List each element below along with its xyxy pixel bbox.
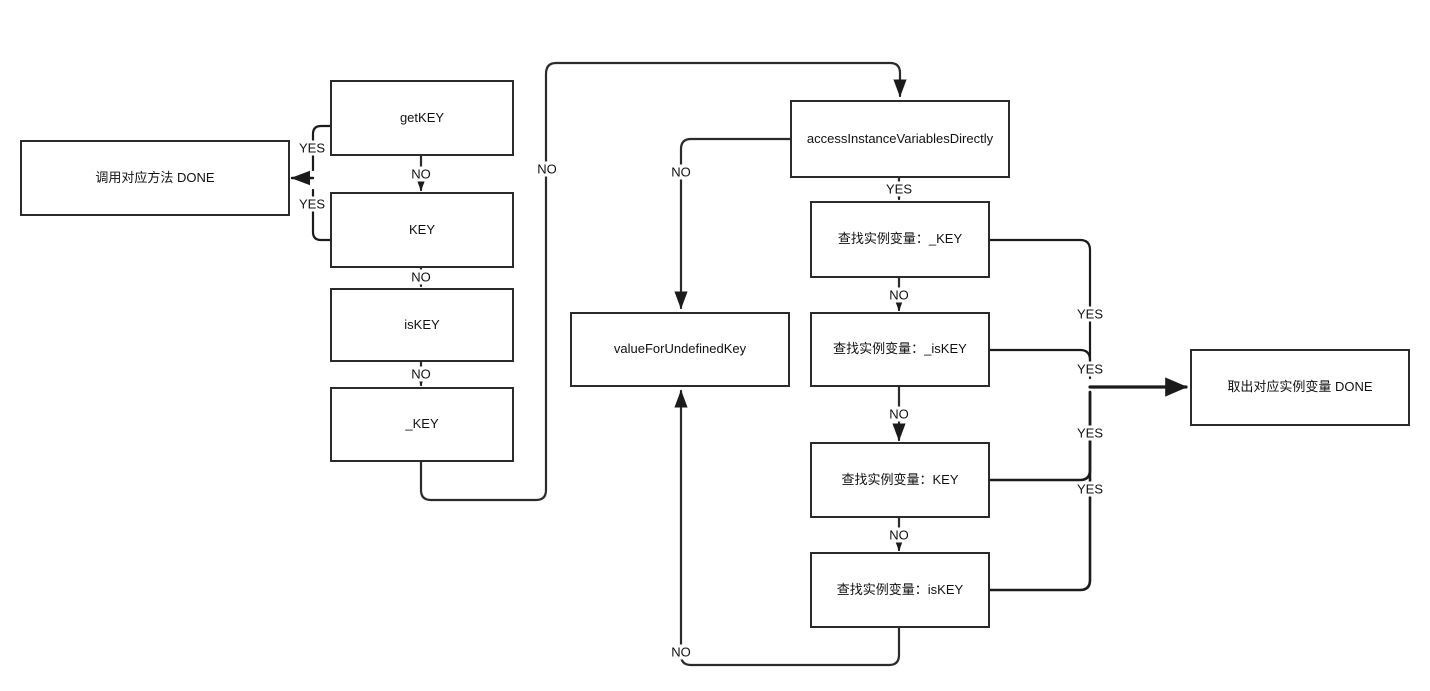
edge-access-no-vfuk — [674, 137, 792, 310]
node-label: 查找实例变量：_isKEY — [833, 341, 967, 357]
edge-underscorekey-no-riser — [419, 61, 907, 502]
node-key[interactable]: KEY — [330, 192, 514, 268]
node-label: 查找实例变量：KEY — [841, 471, 959, 487]
edge-label-yes-getkey-done: YES — [296, 140, 328, 156]
edge-ivariskey-yes — [988, 390, 1092, 592]
node-underscore-key[interactable]: _KEY — [330, 387, 514, 462]
node-label: _KEY — [405, 416, 439, 432]
node-label: 调用对应方法 DONE — [95, 169, 215, 185]
edge-label-no-access-vfuk: NO — [669, 164, 693, 180]
node-label: accessInstanceVariablesDirectly — [806, 130, 994, 146]
edge-label-yes-ivariskey-done: YES — [1074, 481, 1106, 497]
node-fetch-ivar-done[interactable]: 取出对应实例变量 DONE — [1190, 349, 1410, 426]
edge-ivaruiskey-yes — [988, 348, 1092, 380]
edge-label-no-ivariskey-loop: NO — [669, 644, 693, 660]
edge-label-yes-key-done: YES — [296, 196, 328, 212]
edge-label-no-key-iskey: NO — [409, 269, 433, 285]
node-access-instance-variables-directly[interactable]: accessInstanceVariablesDirectly — [790, 100, 1010, 178]
edge-label-yes-ivarkey-done: YES — [1074, 425, 1106, 441]
node-get-key[interactable]: getKEY — [330, 80, 514, 156]
edge-ivarukey-yes — [988, 238, 1092, 372]
edge-label-no-getkey-key: NO — [409, 166, 433, 182]
node-ivar-is-key[interactable]: 查找实例变量：isKEY — [810, 552, 990, 628]
node-value-for-undefined-key[interactable]: valueForUndefinedKey — [570, 312, 790, 387]
edge-getkey-yes-done — [311, 124, 332, 172]
node-ivar-underscore-is-key[interactable]: 查找实例变量：_isKEY — [810, 312, 990, 387]
edge-key-yes-done — [311, 188, 332, 242]
edge-label-yes-ivaruiskey-done: YES — [1074, 361, 1106, 377]
node-ivar-key[interactable]: 查找实例变量：KEY — [810, 442, 990, 518]
node-label: 取出对应实例变量 DONE — [1227, 379, 1373, 395]
node-label: valueForUndefinedKey — [613, 341, 747, 357]
edge-label-no-ivarukey: NO — [887, 287, 911, 303]
edge-label-no-iskey-underscorekey: NO — [409, 366, 433, 382]
node-ivar-underscore-key[interactable]: 查找实例变量：_KEY — [810, 201, 990, 278]
edge-label-no-ivaruiskey: NO — [887, 406, 911, 422]
node-is-key[interactable]: isKEY — [330, 288, 514, 362]
node-label: KEY — [408, 221, 435, 237]
edge-label-no-ivarkey: NO — [887, 527, 911, 543]
edge-label-no-underscorekey-access: NO — [535, 161, 559, 177]
node-label: 查找实例变量：isKEY — [836, 581, 964, 597]
node-label: isKEY — [404, 316, 440, 332]
node-label: getKEY — [399, 109, 445, 125]
node-label: 查找实例变量：_KEY — [837, 231, 963, 247]
edge-label-yes-access-ivar: YES — [883, 181, 915, 197]
edge-label-yes-ivarukey-done: YES — [1074, 306, 1106, 322]
node-call-method-done[interactable]: 调用对应方法 DONE — [20, 140, 290, 216]
